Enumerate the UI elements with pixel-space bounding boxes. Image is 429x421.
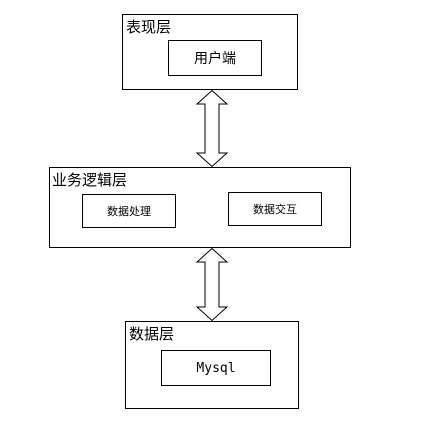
data-layer-box: 数据层 Mysql <box>125 321 299 409</box>
presentation-layer-box: 表现层 用户端 <box>122 14 298 90</box>
client-node: 用户端 <box>168 40 262 76</box>
data-layer-title: 数据层 <box>129 325 175 343</box>
client-label: 用户端 <box>194 51 236 67</box>
data-processing-node: 数据处理 <box>82 194 176 228</box>
business-data-double-arrow <box>195 247 229 322</box>
presentation-layer-title: 表现层 <box>126 18 172 36</box>
mysql-node: Mysql <box>161 350 271 386</box>
data-interaction-node: 数据交互 <box>228 192 322 226</box>
data-processing-label: 数据处理 <box>107 205 151 218</box>
mysql-label: Mysql <box>196 360 236 376</box>
data-interaction-label: 数据交互 <box>253 203 297 216</box>
business-logic-layer-title: 业务逻辑层 <box>52 171 128 189</box>
business-logic-layer-box: 业务逻辑层 数据处理 数据交互 <box>49 167 351 248</box>
presentation-business-double-arrow <box>195 89 229 168</box>
